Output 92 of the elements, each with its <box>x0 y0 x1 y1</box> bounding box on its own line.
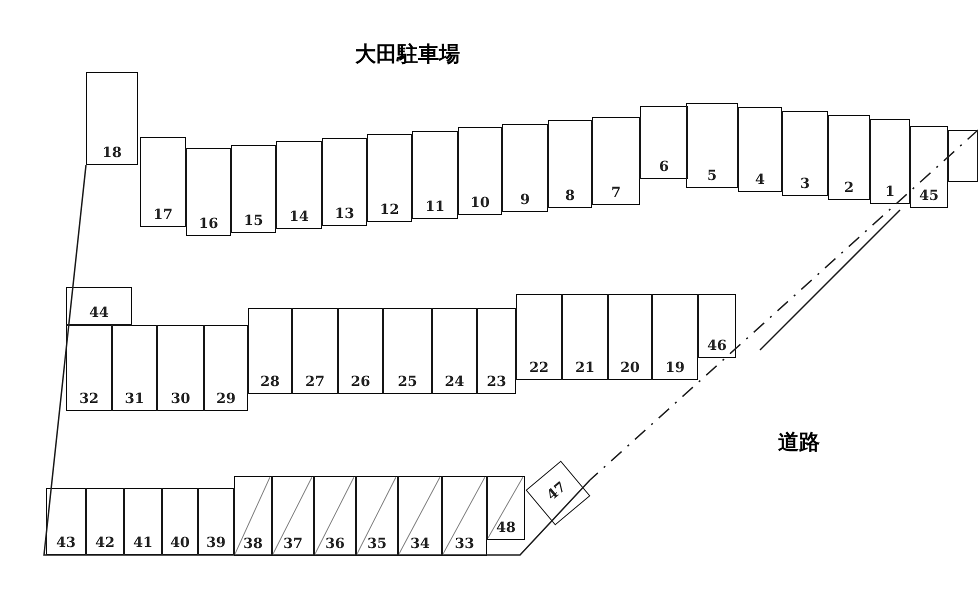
parking-space <box>516 294 562 380</box>
space-number: 14 <box>288 209 310 225</box>
parking-space <box>608 294 652 380</box>
parking-space <box>477 308 516 394</box>
parking-space <box>112 325 157 411</box>
parking-space <box>198 488 234 555</box>
parking-space <box>640 106 688 179</box>
parking-space <box>432 308 477 394</box>
parking-space <box>562 294 608 380</box>
space-number: 16 <box>198 216 220 232</box>
parking-space <box>66 325 112 411</box>
road-label: 道路 <box>778 429 820 456</box>
space-number: 48 <box>495 520 517 536</box>
parking-space <box>322 138 367 226</box>
space-number: 22 <box>528 360 550 376</box>
space-number: 44 <box>88 305 110 321</box>
space-number: 10 <box>469 195 491 211</box>
space-number: 3 <box>799 176 811 192</box>
space-number: 17 <box>152 207 174 223</box>
space-number: 38 <box>242 536 264 552</box>
parking-space <box>686 103 738 188</box>
parking-space <box>124 488 162 555</box>
space-number: 39 <box>205 535 227 551</box>
parking-space <box>338 308 383 394</box>
space-number: 18 <box>101 145 123 161</box>
space-number: 36 <box>324 536 346 552</box>
space-number: 2 <box>843 180 855 196</box>
space-number: 23 <box>486 374 508 390</box>
parking-space <box>412 130 458 218</box>
space-number: 5 <box>706 168 718 184</box>
parking-space <box>910 126 948 208</box>
space-number: 29 <box>215 391 237 407</box>
space-number: 47 <box>543 478 570 506</box>
space-number: 27 <box>304 374 326 390</box>
parking-space <box>46 488 86 555</box>
space-number: 19 <box>664 360 686 376</box>
parking-space <box>66 287 132 325</box>
parking-space <box>276 141 322 229</box>
parking-space <box>248 308 292 394</box>
space-number: 28 <box>259 374 281 390</box>
parking-space <box>186 148 231 236</box>
parking-space <box>738 107 782 192</box>
space-number: 32 <box>78 391 100 407</box>
space-number: 46 <box>706 338 728 354</box>
space-number: 24 <box>444 374 466 390</box>
space-number: 31 <box>124 391 146 407</box>
parking-space <box>204 325 248 411</box>
parking-space <box>828 115 870 200</box>
parking-space <box>782 111 828 196</box>
parking-space <box>86 488 124 555</box>
empty-parking-space <box>948 130 978 182</box>
space-number: 21 <box>574 360 596 376</box>
space-number: 11 <box>424 198 446 214</box>
space-number: 33 <box>454 536 476 552</box>
parking-space <box>383 308 432 394</box>
parking-space <box>157 325 204 411</box>
space-number: 43 <box>55 535 77 551</box>
space-number: 42 <box>94 535 116 551</box>
space-number: 30 <box>170 391 192 407</box>
parking-space <box>367 134 412 222</box>
parking-space <box>458 127 502 215</box>
space-number: 7 <box>610 184 622 200</box>
space-number: 15 <box>242 212 264 228</box>
space-number: 37 <box>282 536 304 552</box>
space-number: 25 <box>396 374 418 390</box>
parking-space <box>292 308 338 394</box>
parking-space <box>231 144 276 232</box>
space-number: 8 <box>564 188 576 204</box>
diagram-title: 大田駐車場 <box>355 41 460 68</box>
parking-space <box>86 72 138 165</box>
parking-space <box>548 120 592 208</box>
parking-space <box>140 137 186 227</box>
space-number: 1 <box>884 184 896 200</box>
space-number: 9 <box>519 192 531 208</box>
space-number: 13 <box>334 206 356 222</box>
space-number: 4 <box>754 172 766 188</box>
parking-space <box>870 119 910 204</box>
space-number: 40 <box>169 535 191 551</box>
space-number: 26 <box>350 374 372 390</box>
space-number: 34 <box>409 536 431 552</box>
parking-space <box>526 460 590 526</box>
space-number: 35 <box>366 536 388 552</box>
space-number: 12 <box>378 202 400 218</box>
parking-space <box>592 116 640 204</box>
space-number: 6 <box>658 159 670 175</box>
space-number: 45 <box>918 188 940 204</box>
space-number: 41 <box>132 535 154 551</box>
parking-space <box>652 294 698 380</box>
parking-space <box>698 294 736 358</box>
parking-space <box>502 124 548 212</box>
space-number: 20 <box>619 360 641 376</box>
parking-space <box>162 488 198 555</box>
